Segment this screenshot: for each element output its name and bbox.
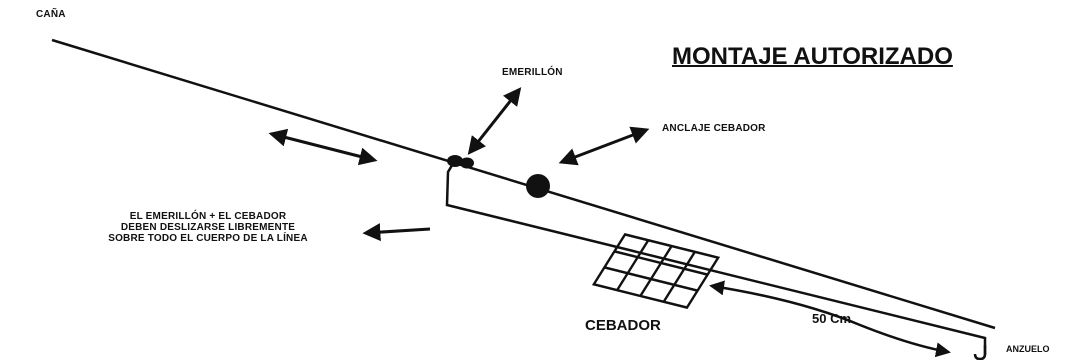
feeder-grid-icon [591,233,721,309]
anchor-pointer-arrow [558,126,650,166]
feeder-label: CEBADOR [585,317,661,334]
feeder-anchor-icon [526,174,550,198]
sliding-double-arrow [268,128,378,166]
rod-label: CAÑA [36,9,66,20]
note-line: DEBEN DESLIZARSE LIBREMENTE [120,222,296,233]
swivel-label: EMERILLÓN [502,67,563,78]
leader-line [445,161,987,355]
note-pointer-arrow [362,223,431,242]
sliding-note: EL EMERILLÓN + EL CEBADOR DEBEN DESLIZAR… [60,211,356,244]
diagram-title: MONTAJE AUTORIZADO [672,43,953,70]
feeder-anchor-label: ANCLAJE CEBADOR [662,123,766,134]
swivel-pointer-arrow [467,87,522,155]
swivel-icon [447,155,474,169]
note-line: SOBRE TODO EL CUERPO DE LA LÍNEA [108,233,308,244]
note-line: EL EMERILLÓN + EL CEBADOR [129,211,287,222]
main-line [51,38,996,330]
distance-arrow [709,280,951,358]
hook-label: ANZUELO [1006,344,1050,354]
distance-label: 50 Cm. [812,311,855,326]
hook-icon [973,345,987,360]
